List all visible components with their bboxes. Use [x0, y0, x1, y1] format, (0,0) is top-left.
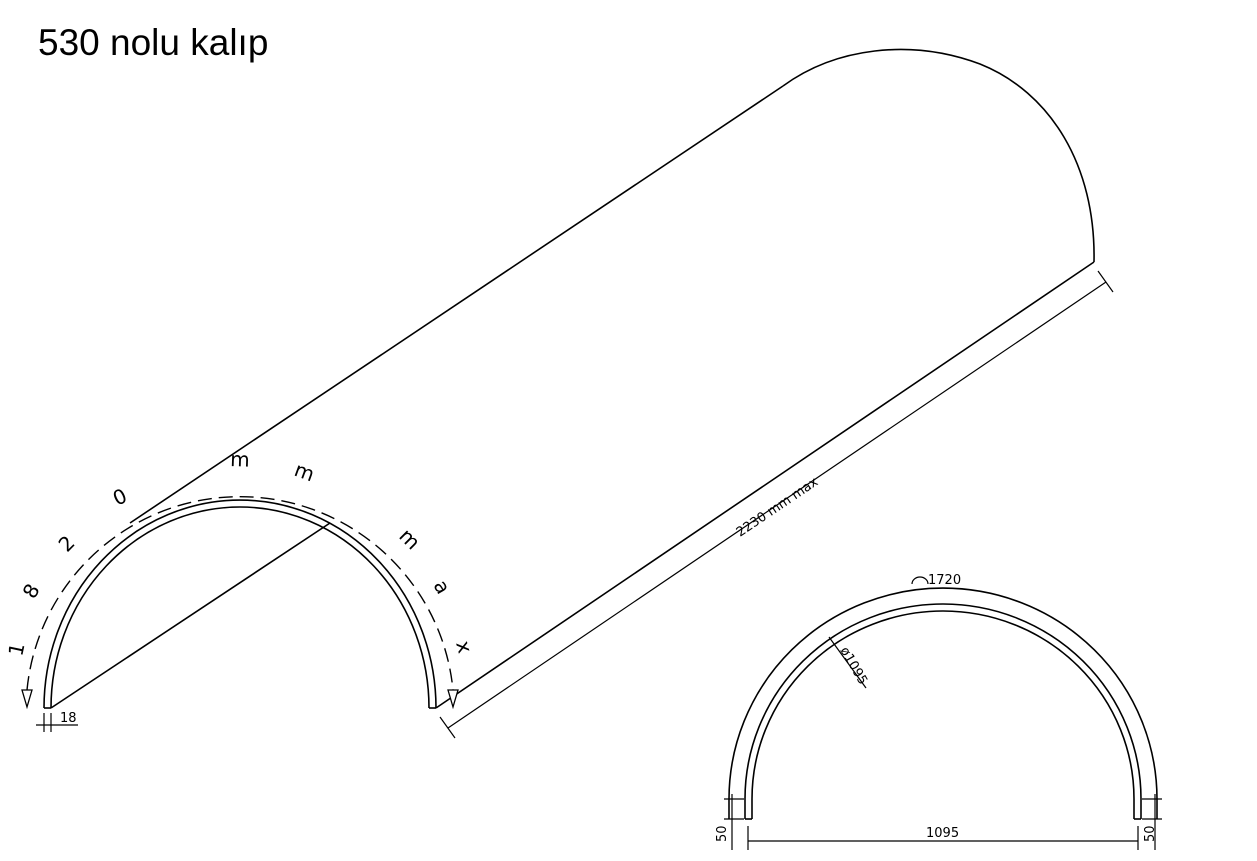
length-dimension-line: [447, 281, 1107, 729]
thickness-label: 18: [60, 711, 77, 726]
arc-letter: m: [230, 447, 250, 472]
arc-letter: 0: [109, 483, 131, 510]
front-inner-arc: [50, 506, 430, 709]
bottom-right-edge: [435, 261, 1095, 709]
left-leg-label: 50: [715, 825, 730, 842]
dev-arrow-left-icon: [21, 689, 33, 710]
length-tick-front: [439, 716, 456, 739]
arc-letter: m: [291, 457, 318, 486]
section-view: 1720 ø1095 1095 50 50: [715, 573, 1162, 850]
arc-letter: 2: [54, 531, 80, 557]
dev-arrow-right-icon: [447, 689, 459, 710]
length-label: 2230 mm max: [734, 475, 821, 541]
arc-length-symbol-icon: [911, 576, 929, 585]
diameter-leader: [828, 636, 867, 689]
arc-length-label: 1720: [928, 573, 961, 588]
section-middle-arc: [744, 603, 1142, 819]
arc-letter: m: [394, 524, 425, 555]
arc-letter: 8: [18, 579, 45, 602]
arc-letter: a: [429, 576, 456, 599]
right-leg-label: 50: [1143, 825, 1158, 842]
front-outer-arc: [43, 499, 437, 709]
back-outer-arc: [782, 48, 1095, 263]
top-tangent-edge: [129, 85, 784, 524]
diameter-label: ø1095: [837, 645, 871, 688]
arc-letters: 1 8 2 0 m m m a x: [3, 447, 477, 658]
isometric-view: 2230 mm max 1 8 2 0 m m m a x 18: [3, 48, 1114, 739]
arc-letter: x: [451, 638, 477, 656]
dev-length-arc: [26, 495, 454, 691]
section-outer-arc: [728, 587, 1158, 819]
arc-letter: 1: [3, 641, 29, 658]
drawing-title: 530 nolu kalıp: [38, 22, 269, 63]
bottom-left-edge: [50, 522, 331, 709]
width-label: 1095: [926, 826, 959, 841]
length-tick-back: [1097, 270, 1114, 293]
section-inner-arc: [751, 610, 1135, 819]
